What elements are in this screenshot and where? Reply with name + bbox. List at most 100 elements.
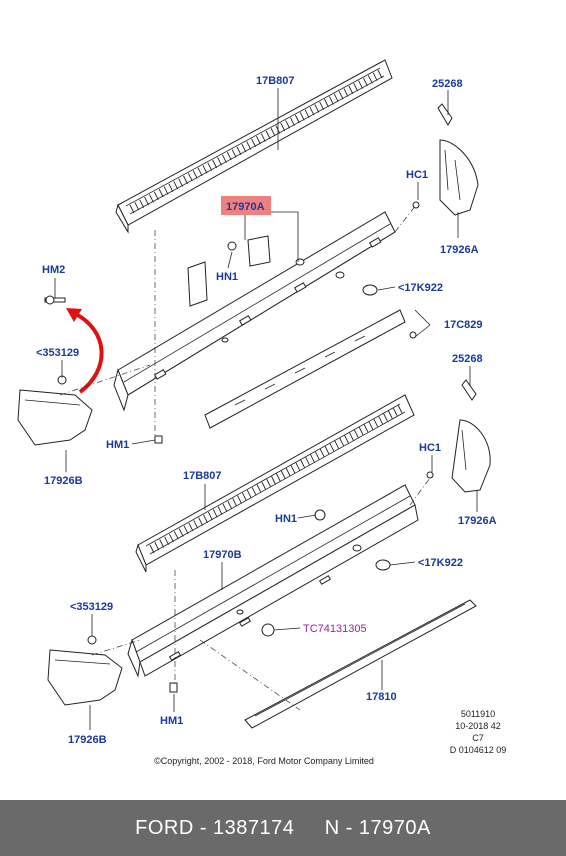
step-rib xyxy=(246,489,252,499)
callout-17k922-mid: <17K922 xyxy=(418,557,463,569)
step-rib xyxy=(372,72,378,81)
step-rib xyxy=(256,135,261,145)
meta-line-3: C7 xyxy=(472,733,484,743)
grommet-lower xyxy=(375,559,391,571)
step-rib xyxy=(173,531,179,540)
step-rib xyxy=(198,517,204,526)
step-rib xyxy=(310,454,315,463)
end-cap-upper-left xyxy=(17,375,93,446)
callout-17926b-bot: 17926B xyxy=(68,734,107,746)
step-rib xyxy=(319,101,325,110)
callout-hc1-mid: HC1 xyxy=(419,442,441,454)
step-rib xyxy=(265,130,271,140)
step-rib xyxy=(139,199,145,208)
step-rib xyxy=(159,539,165,548)
callout-hm1-bot: HM1 xyxy=(160,715,183,727)
step-rib xyxy=(338,90,344,100)
step-rib xyxy=(294,114,300,124)
callout-17926a-mid: 17926A xyxy=(458,515,497,527)
bracket-17970a xyxy=(187,235,271,307)
callout-17c829: 17C829 xyxy=(444,319,483,331)
footer-brand: FORD - 1387174 xyxy=(135,816,295,839)
step-rib xyxy=(319,448,325,458)
step-rib xyxy=(149,544,155,554)
step-rib xyxy=(304,109,310,118)
parts-diagram: 17B807 25268 HC1 17970A HN1 17926A HM2 <… xyxy=(17,59,497,746)
step-rib xyxy=(227,500,233,510)
end-cap-lower-left xyxy=(47,635,123,706)
step-rib xyxy=(378,415,383,425)
step-rib xyxy=(261,481,267,491)
callout-25268-mid: 25268 xyxy=(452,353,483,365)
bumper-rail-lower xyxy=(127,484,419,678)
step-rib xyxy=(183,525,189,534)
step-rib xyxy=(241,143,247,153)
trim-molding-17810 xyxy=(244,599,477,729)
step-rib xyxy=(300,459,306,469)
step-rib xyxy=(271,476,276,485)
highlight-arrow xyxy=(71,310,104,394)
step-rib xyxy=(328,96,334,105)
step-rib xyxy=(314,104,320,113)
step-rib xyxy=(232,498,238,507)
step-rib xyxy=(149,194,154,203)
grommet-upper xyxy=(362,284,378,296)
step-rib xyxy=(221,154,227,163)
step-rib xyxy=(343,88,349,97)
pin-hm2 xyxy=(44,295,66,305)
step-rib xyxy=(295,462,301,471)
step-rib xyxy=(144,196,149,206)
meta-line-1: 5011910 xyxy=(460,709,496,719)
callout-353129-bot: <353129 xyxy=(70,601,113,613)
callout-hc1-top: HC1 xyxy=(406,169,428,181)
step-rib xyxy=(290,117,295,126)
step-rib xyxy=(222,503,228,513)
step-rib xyxy=(236,146,242,155)
step-rib xyxy=(358,80,363,89)
step-rib xyxy=(226,151,232,161)
step-rib xyxy=(373,418,379,427)
step-rib xyxy=(187,173,193,182)
step-rib xyxy=(153,191,159,200)
callout-17k922-top: <17K922 xyxy=(398,282,443,294)
callout-17b807-mid: 17B807 xyxy=(183,470,222,482)
step-rib xyxy=(207,511,213,521)
callout-17b807-top: 17B807 xyxy=(256,75,295,87)
step-rib xyxy=(203,514,208,524)
step-rib xyxy=(280,122,286,132)
step-rib xyxy=(276,473,281,482)
callout-tc74131305: TC74131305 xyxy=(303,623,367,635)
step-rib xyxy=(333,93,339,103)
step-rib xyxy=(290,465,296,474)
highlight-arrow-head xyxy=(66,308,82,322)
step-rib xyxy=(309,106,315,116)
step-rib xyxy=(280,470,286,480)
step-rib xyxy=(251,138,256,148)
step-rib xyxy=(217,157,222,166)
step-rib xyxy=(314,451,320,460)
step-rib xyxy=(270,128,276,137)
step-rib xyxy=(329,443,335,452)
step-rib xyxy=(285,120,291,129)
step-rib xyxy=(129,204,135,214)
step-rib xyxy=(348,85,354,95)
step-rib xyxy=(197,167,203,177)
leader-lines xyxy=(54,88,478,730)
step-rib xyxy=(324,98,329,108)
step-rib xyxy=(237,495,242,504)
step-rib xyxy=(299,112,305,121)
step-pad-upper xyxy=(115,59,393,234)
step-rib xyxy=(348,432,354,441)
step-rib xyxy=(305,456,311,466)
step-rib xyxy=(193,520,199,529)
step-rib xyxy=(260,133,266,142)
bolt-hm1-upper xyxy=(154,435,163,444)
highlight-box xyxy=(221,196,271,215)
callout-17970a: 17970A xyxy=(226,201,265,213)
callout-hm2: HM2 xyxy=(42,264,65,276)
step-rib xyxy=(251,487,257,496)
alignment-lines xyxy=(59,204,431,711)
trim-strip-upper xyxy=(204,309,417,429)
step-rib xyxy=(178,178,184,187)
clip-tc74131305 xyxy=(261,623,275,637)
